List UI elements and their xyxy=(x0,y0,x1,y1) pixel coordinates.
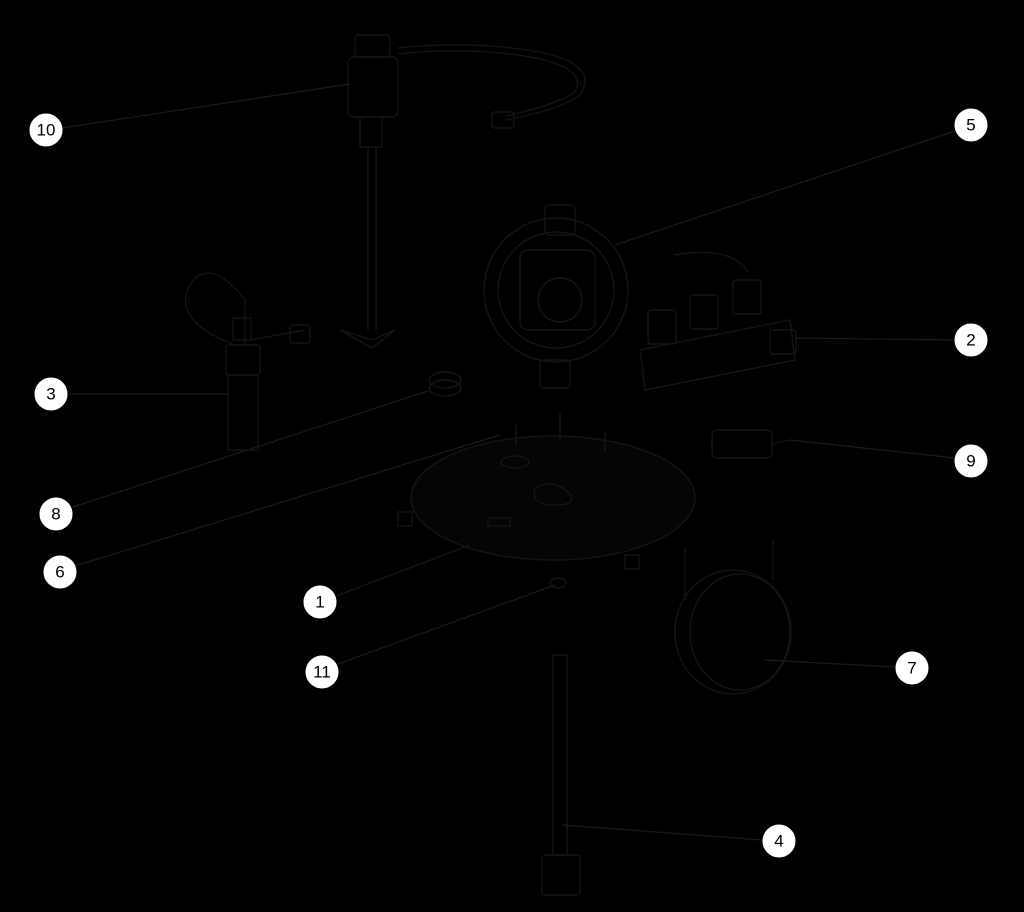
base-plate-part xyxy=(397,412,696,570)
callout-3: 3 xyxy=(33,376,69,412)
leader-line-7 xyxy=(764,659,896,668)
shaft-part xyxy=(541,654,581,896)
callout-label: 10 xyxy=(37,121,56,140)
callout-label: 2 xyxy=(966,331,975,350)
callout-label: 1 xyxy=(315,593,324,612)
callout-label: 9 xyxy=(966,452,975,471)
callout-label: 8 xyxy=(51,505,60,524)
valve-manifold-part xyxy=(639,251,797,391)
leader-line-10 xyxy=(61,83,351,129)
callout-label: 7 xyxy=(907,659,916,678)
agitator-motor-part xyxy=(339,34,586,349)
callout-label: 6 xyxy=(55,563,64,582)
callout-10: 10 xyxy=(28,112,64,148)
callout-4: 4 xyxy=(761,823,797,859)
leader-lines xyxy=(61,83,956,841)
leader-line-11 xyxy=(337,584,556,665)
callout-label: 5 xyxy=(966,116,975,135)
callout-11: 11 xyxy=(304,654,340,690)
spray-gun-part xyxy=(184,272,311,451)
callout-7: 7 xyxy=(894,650,930,686)
callout-2: 2 xyxy=(953,322,989,358)
leader-line-1 xyxy=(335,544,471,597)
callout-label: 4 xyxy=(774,832,783,851)
leader-line-2 xyxy=(794,337,956,341)
callout-5: 5 xyxy=(953,107,989,143)
heater-band-part xyxy=(674,540,792,695)
callout-6: 6 xyxy=(42,554,78,590)
leader-line-8 xyxy=(69,390,429,509)
leader-line-6 xyxy=(74,434,501,567)
leader-line-4 xyxy=(562,824,763,841)
leader-line-5 xyxy=(614,130,956,246)
callout-8: 8 xyxy=(38,496,74,532)
plug-part xyxy=(549,577,567,589)
diaphragm-pump-part xyxy=(483,204,629,389)
cap-part xyxy=(428,371,462,397)
callout-1: 1 xyxy=(302,584,338,620)
callout-label: 3 xyxy=(46,385,55,404)
leader-line-9 xyxy=(789,439,956,459)
callout-9: 9 xyxy=(953,443,989,479)
callout-label: 11 xyxy=(313,663,331,682)
fitting-part xyxy=(711,429,791,459)
